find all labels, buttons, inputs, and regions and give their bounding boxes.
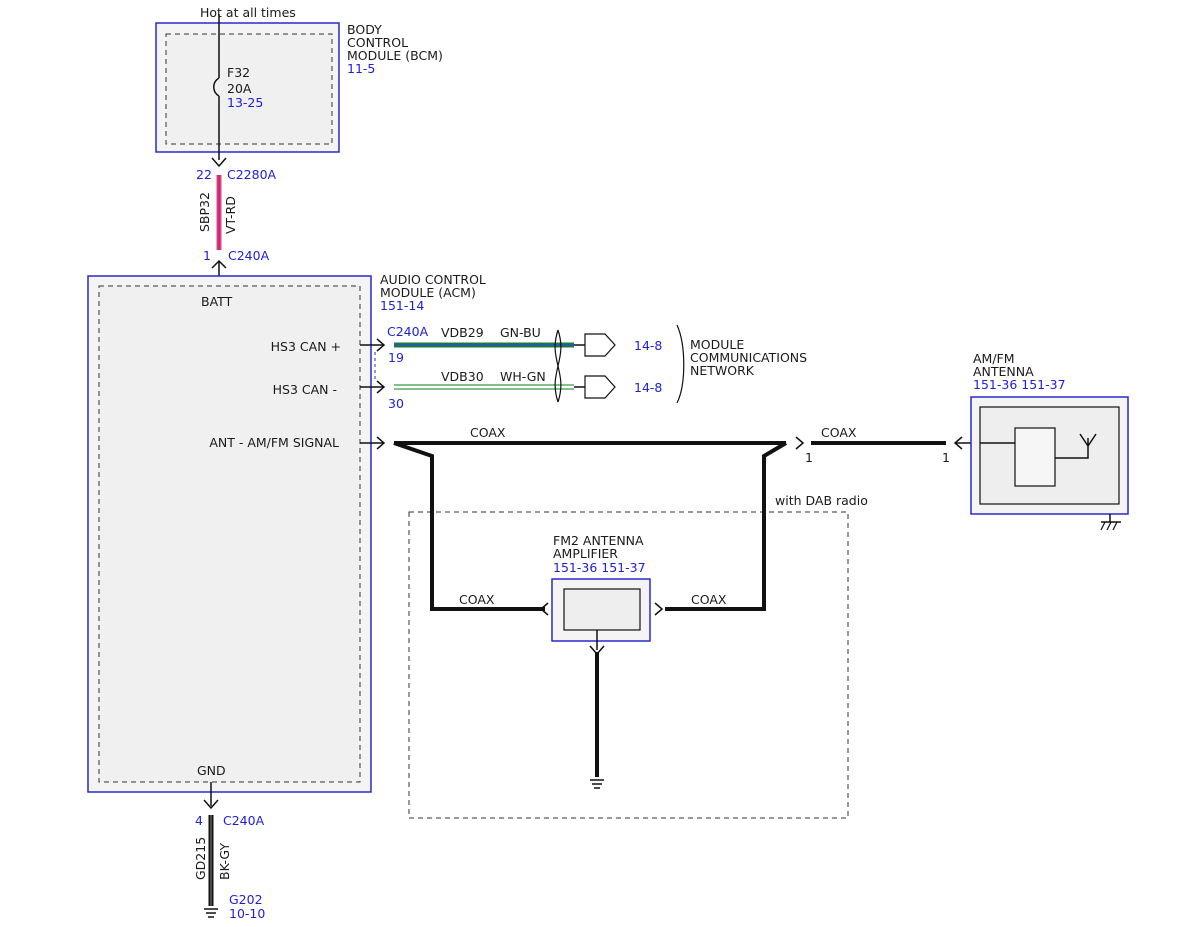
antenna-element-box [1014, 427, 1056, 487]
amp-left-connector-icon [539, 602, 549, 616]
antenna-name-line-2: ANTENNA [973, 364, 1034, 379]
network-line-2: COMMUNICATIONS [690, 350, 807, 365]
can-plus-network-arrow-icon[interactable] [584, 333, 616, 357]
fuse-rating: 20A [227, 81, 252, 96]
coax-branch-left[interactable] [393, 441, 545, 611]
chassis-ground-hatch [1100, 521, 1118, 531]
can-plus-ref[interactable]: 14-8 [634, 338, 662, 353]
dab-option-box [408, 511, 849, 819]
amplifier-inner-box [563, 588, 641, 631]
amp-name-line-1: FM2 ANTENNA [553, 533, 644, 548]
c2280a-pin: 22 [196, 167, 212, 182]
vdb29-circuit: VDB29 [441, 325, 484, 340]
antenna-symbol-icon [1079, 433, 1097, 447]
acm-pin-ant: ANT - AM/FM SIGNAL [209, 435, 339, 450]
c240a-batt-pin: 1 [203, 248, 211, 263]
acm-name-line-2: MODULE (ACM) [380, 285, 476, 300]
gnd-connector-id[interactable]: C240A [223, 813, 265, 828]
gd215-circuit: GD215 [193, 837, 208, 880]
can-minus-network-arrow-icon[interactable] [584, 375, 616, 399]
bcm-name-line-1: BODY [347, 22, 382, 37]
ant-connector-icon [376, 436, 386, 450]
coax-branch-right[interactable] [665, 441, 788, 611]
hot-at-all-times-label: Hot at all times [200, 5, 296, 20]
amp-refs[interactable]: 151-36 151-37 [553, 560, 646, 575]
fuse-id: F32 [227, 65, 250, 80]
coax-label-main: COAX [470, 425, 506, 440]
dab-label: with DAB radio [775, 493, 868, 508]
can-plus-connector-icon [376, 338, 386, 352]
fuse-ref[interactable]: 13-25 [227, 95, 263, 110]
bcm-name-line-2: CONTROL [347, 35, 408, 50]
gnd-pin: 4 [195, 813, 203, 828]
twisted-pair-icon-b [554, 329, 562, 403]
bcm-ref[interactable]: 11-5 [347, 61, 375, 76]
acm-pin-hs3-can-minus: HS3 CAN - [273, 382, 337, 397]
antenna-connector-pin: 1 [942, 450, 950, 465]
can-connector-pin-plus: 19 [388, 350, 404, 365]
fuse-f32-icon[interactable] [213, 77, 220, 97]
antenna-refs[interactable]: 151-36 151-37 [973, 377, 1066, 392]
bcm-name-line-3: MODULE (BCM) [347, 48, 443, 63]
network-line-3: NETWORK [690, 363, 755, 378]
acm-pin-batt: BATT [201, 294, 233, 309]
c2280a-id[interactable]: C2280A [227, 167, 277, 182]
acm-pin-gnd: GND [197, 763, 226, 778]
wire-sbp32-color: VT-RD [223, 196, 238, 234]
coax-label-amp-out: COAX [691, 592, 727, 607]
coax-label-antenna: COAX [821, 425, 857, 440]
amp-name-line-2: AMPLIFIER [553, 546, 618, 561]
acm-ref[interactable]: 151-14 [380, 298, 424, 313]
coax-connector-1-pin: 1 [805, 450, 813, 465]
gnd-connector-icon [203, 799, 219, 810]
coax-label-amp-in: COAX [459, 592, 495, 607]
gd215-color: BK-GY [217, 843, 232, 880]
antenna-name-line-1: AM/FM [973, 351, 1015, 366]
acm-pin-hs3-can-plus: HS3 CAN + [271, 339, 341, 354]
wire-sbp32-circuit: SBP32 [197, 192, 212, 232]
network-line-1: MODULE [690, 337, 744, 352]
ground-point-ref[interactable]: 10-10 [229, 906, 265, 921]
bcm-inner-box [165, 33, 333, 145]
acm-inner-box [98, 285, 361, 783]
network-bracket [676, 324, 685, 404]
vdb29-color: GN-BU [500, 325, 541, 340]
can-connector-pin-minus: 30 [388, 396, 404, 411]
acm-name-line-1: AUDIO CONTROL [380, 272, 486, 287]
vdb30-circuit: VDB30 [441, 369, 484, 384]
can-minus-ref[interactable]: 14-8 [634, 380, 662, 395]
can-minus-connector-icon [376, 380, 386, 394]
ground-point-id[interactable]: G202 [229, 892, 263, 907]
vdb30-color: WH-GN [500, 369, 546, 384]
can-connector-id[interactable]: C240A [387, 324, 429, 339]
coax-connector-1-icon [795, 436, 805, 450]
connector-c2280a-icon [211, 157, 227, 168]
amp-right-connector-icon [654, 602, 664, 616]
c240a-batt-id[interactable]: C240A [228, 248, 270, 263]
